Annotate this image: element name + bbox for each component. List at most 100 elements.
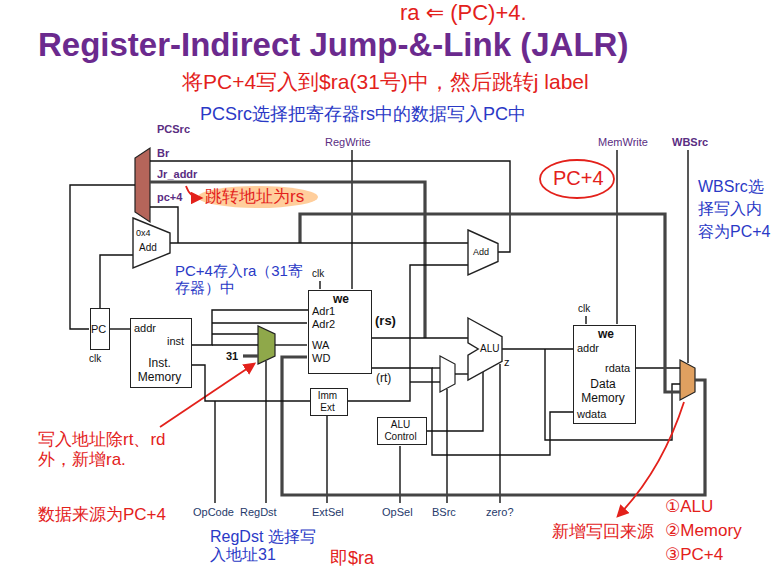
wire-connector <box>192 365 310 401</box>
node-text: WD <box>312 352 330 365</box>
control-wire <box>446 389 447 503</box>
control-signal: OpSel <box>382 506 413 519</box>
node-text: PC <box>91 323 106 336</box>
node-text: rdata <box>605 362 630 375</box>
node-text: WA <box>312 339 329 352</box>
node-text: inst <box>167 335 184 348</box>
wire-connector <box>110 328 130 329</box>
register-name: (rs) <box>375 314 396 329</box>
node-text: ALU <box>480 343 499 355</box>
thick-wire <box>300 214 680 392</box>
wire <box>212 333 258 334</box>
control-signal: ExtSel <box>312 506 344 519</box>
control-signal: zero? <box>486 506 514 519</box>
signal-name: WBSrc <box>672 136 708 149</box>
subtitle-note: PCSrc选择把寄存器rs中的数据写入PC中 <box>200 104 526 125</box>
highlight-mark <box>198 186 318 208</box>
mux-symbol <box>680 360 695 400</box>
node-text: wdata <box>577 408 606 421</box>
thick-wire <box>150 182 425 338</box>
circle-mark <box>540 160 614 198</box>
handwritten-note: 将PC+4写入到$ra(31号)中，然后跳转j label <box>182 70 589 94</box>
handwritten-note: ②Memory <box>665 521 742 541</box>
wire <box>545 349 680 440</box>
clock-label: clk <box>312 268 324 280</box>
signal-name: Br <box>157 147 169 160</box>
control-wire <box>351 150 352 289</box>
node-text: addr <box>134 322 156 335</box>
wire-connector <box>502 348 573 349</box>
wire <box>212 344 258 345</box>
slide-title: Register-Indirect Jump-&-Link (JALR) <box>38 26 638 64</box>
memory-box: weaddr rdataData Memory wdata <box>573 325 636 424</box>
handwritten-marks <box>160 160 684 516</box>
node-text: ALU Control <box>378 419 423 442</box>
clock-wire <box>585 316 586 324</box>
node-text: 0x4 <box>136 228 151 238</box>
explanation-note: PC+4存入ra（31寄存器）中 <box>175 262 307 297</box>
node-text: addr <box>577 342 599 355</box>
node-text: Adr1 <box>312 305 335 318</box>
handwritten-note: 写入地址除rt、rd外，新增ra. <box>38 430 198 469</box>
control-signal: OpCode <box>193 506 234 519</box>
wire-connector <box>427 372 483 431</box>
handwritten-note: 即$ra <box>330 548 374 569</box>
signal-name: z <box>504 356 510 369</box>
wire <box>410 381 440 382</box>
handwritten-note: ③PC+4 <box>665 545 723 565</box>
highlighted-path <box>150 182 705 495</box>
wire <box>634 367 680 368</box>
memory-box: addrinstInst. Memory <box>130 318 192 388</box>
signal-name: Jr_addr <box>157 168 197 181</box>
handwritten-note: 数据来源为PC+4 <box>38 505 166 525</box>
mux-symbol <box>440 356 455 392</box>
clock-wire <box>319 281 320 289</box>
handwritten-note: 跳转地址为rs <box>205 187 304 207</box>
node-text: Add <box>473 247 489 257</box>
mux-symbol <box>258 326 275 364</box>
wire-connector <box>192 310 308 345</box>
control-wire <box>687 150 688 363</box>
handwritten-note: ra ⇐ (PC)+4. <box>400 0 527 25</box>
clock-label: clk <box>578 303 590 315</box>
wire-connector <box>100 255 133 308</box>
explanation-note: RegDst 选择写入地址31 <box>210 528 328 565</box>
mux-symbol <box>135 148 150 222</box>
clock-label: clk <box>89 353 101 365</box>
node-text: Data Memory <box>574 378 632 406</box>
signal-name: MemWrite <box>598 136 648 149</box>
wire <box>432 367 440 368</box>
explanation-note: WBSrc选择写入内容为PC+4 <box>698 176 772 243</box>
register-box: PC <box>90 308 110 350</box>
control-box: ALU Control <box>377 417 427 445</box>
wire <box>212 322 307 323</box>
adder-outline <box>468 230 498 275</box>
node-text: Imm Ext <box>311 390 344 413</box>
node-text: we <box>598 328 614 342</box>
node-text: Add <box>139 242 157 254</box>
control-signal: BSrc <box>432 506 456 519</box>
control-signal: RegDst <box>240 506 277 519</box>
wire <box>455 373 468 374</box>
handwritten-note: ①ALU <box>665 497 713 517</box>
adder-symbol: 0x4Add <box>133 218 170 268</box>
node-text: we <box>333 293 349 307</box>
extender-box: Imm Ext <box>310 388 348 416</box>
wire-connector <box>170 242 468 243</box>
alu-outline <box>468 318 502 380</box>
control-wire <box>326 416 327 503</box>
node-text: Adr2 <box>312 318 335 331</box>
control-wire <box>499 364 500 503</box>
signal-name: pc+4 <box>157 191 182 204</box>
control-wire <box>214 401 215 503</box>
annotation-arrow <box>186 186 201 198</box>
register-file-box: weAdr1Adr2WAWD <box>308 290 372 374</box>
wire-group <box>70 150 688 503</box>
signal-name: RegWrite <box>325 136 371 149</box>
thick-wire <box>243 354 258 357</box>
wire <box>275 344 307 345</box>
handwritten-note: PC+4 <box>553 167 604 190</box>
wire-connector <box>372 337 468 338</box>
handwritten-note: 新增写回来源 <box>552 522 654 542</box>
